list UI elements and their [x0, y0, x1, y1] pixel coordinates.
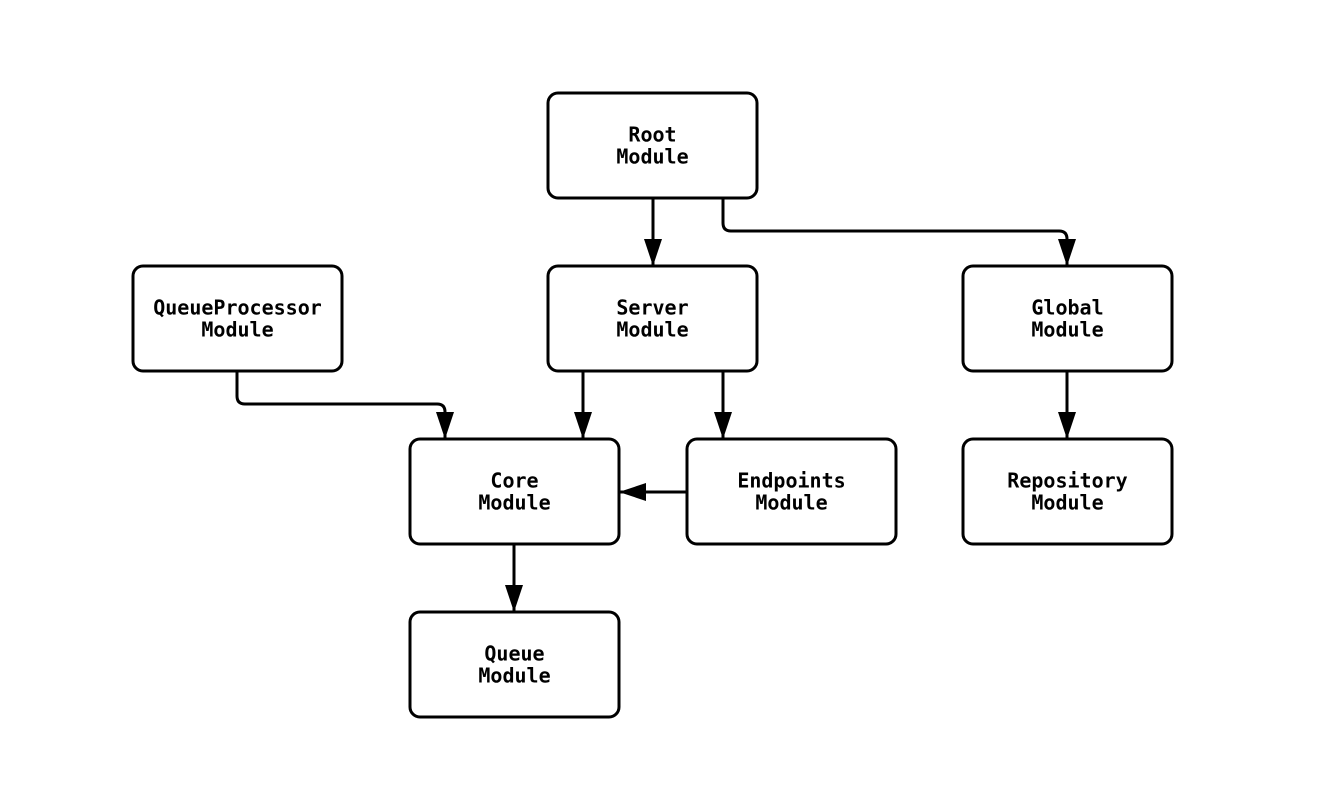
- node-core-box: [408, 437, 621, 546]
- node-root-box: [546, 91, 759, 200]
- node-global-box: [961, 264, 1174, 373]
- node-queueprocessor-box: [131, 264, 344, 373]
- edge-queueprocessor-to-core: [235, 371, 454, 439]
- node-repository-box: [961, 437, 1174, 546]
- node-server-box: [546, 264, 759, 373]
- edge-root-to-global: [721, 198, 1076, 266]
- node-endpoints-box: [685, 437, 898, 546]
- edges-layer: [235, 198, 1076, 612]
- node-queue-box: [408, 610, 621, 719]
